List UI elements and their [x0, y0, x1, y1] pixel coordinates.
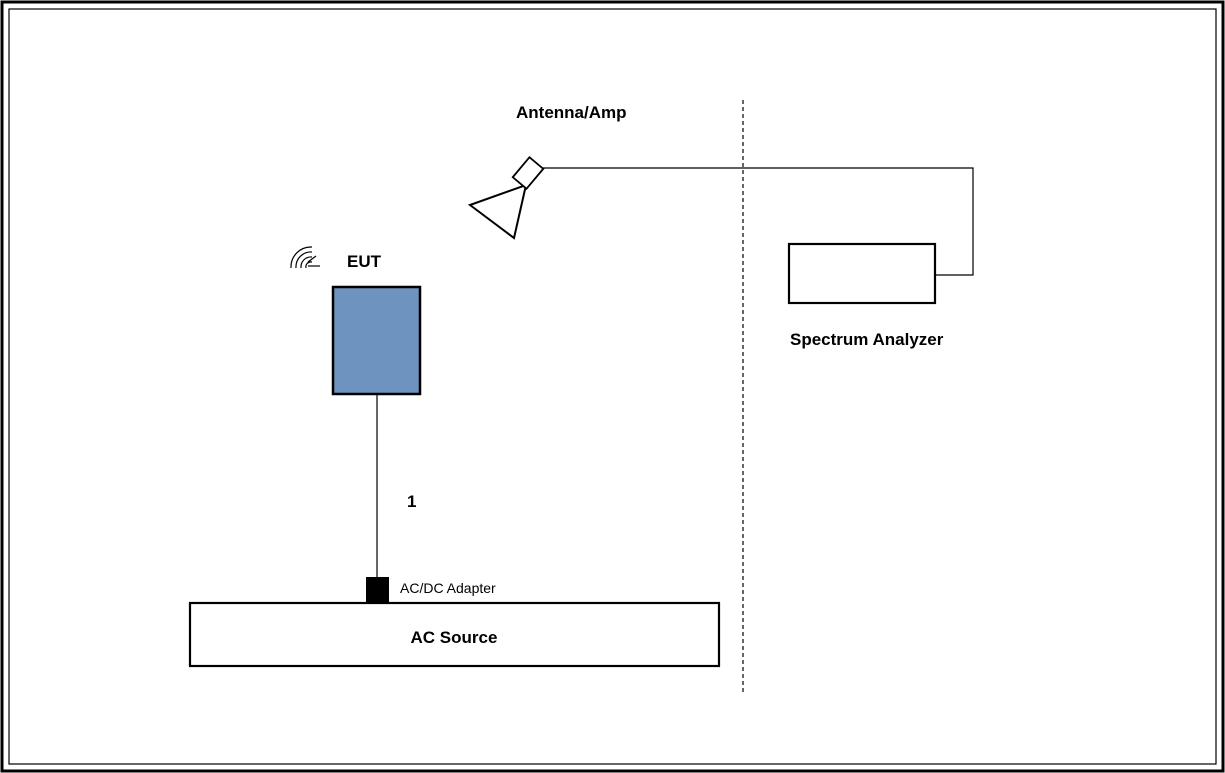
spectrum-analyzer-box — [787, 242, 937, 305]
ac-source-label: AC Source — [411, 628, 498, 647]
antenna-amp-label: Antenna/Amp — [516, 103, 627, 122]
cable-number-label: 1 — [407, 492, 416, 511]
eut-label: EUT — [347, 252, 382, 271]
ac-dc-adapter-label: AC/DC Adapter — [400, 580, 496, 596]
inner-border — [8, 8, 1217, 765]
wireless-signal-icon — [290, 246, 320, 269]
horn-antenna-icon — [467, 155, 545, 240]
ac-source-box — [188, 601, 721, 668]
ac-dc-adapter — [366, 577, 389, 602]
eut-box — [331, 285, 422, 396]
rf-cable — [543, 167, 974, 276]
spectrum-analyzer-label: Spectrum Analyzer — [790, 330, 944, 349]
